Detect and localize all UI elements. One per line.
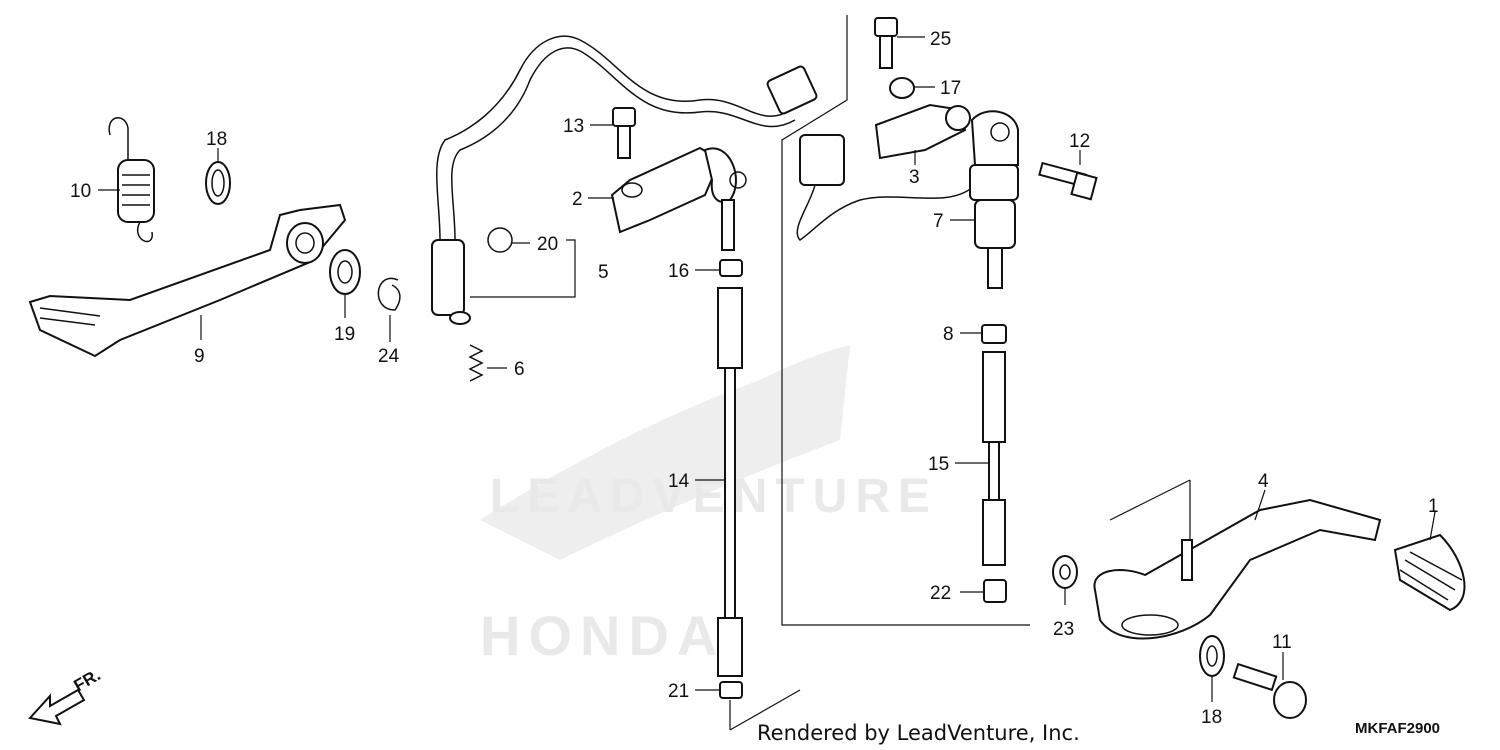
- callout-numbers: 10 18 9 19 24 20 5 6 13 2 16 14 21 25 17…: [70, 29, 1439, 728]
- part-15-rod: [982, 351, 1006, 566]
- diagram-code: MKFAF2900: [1355, 720, 1440, 737]
- part-9-brake-pedal: [28, 203, 347, 358]
- part-14-rod: [717, 287, 743, 677]
- part-17-nut: [889, 77, 915, 99]
- brand-watermark: HONDA: [480, 604, 725, 667]
- callout-19: 19: [334, 324, 355, 345]
- callout-7: 7: [933, 211, 944, 232]
- part-21-nut: [719, 681, 743, 699]
- part-20-circlip: [487, 227, 513, 253]
- callout-18-bottom: 18: [1201, 707, 1222, 728]
- front-direction-arrow: FR.: [28, 665, 104, 726]
- part-23-washer-hole: [1059, 564, 1071, 580]
- callout-21: 21: [668, 681, 689, 702]
- part-8-nut: [981, 324, 1007, 344]
- part-22-nut: [983, 579, 1007, 603]
- leadventure-watermark: LEADVENTURE: [490, 470, 938, 523]
- part-4-shift-pedal: [1093, 498, 1382, 640]
- leader-lines: [98, 36, 1436, 702]
- part-25-bolt: [874, 17, 898, 69]
- part-1-pedal-rubber: [1393, 533, 1466, 612]
- part-5-stop-switch: [431, 35, 818, 325]
- part-18-washer-hole: [211, 169, 225, 197]
- callout-25: 25: [930, 29, 951, 50]
- callout-11: 11: [1272, 632, 1292, 653]
- part-19-washer-hole: [337, 260, 353, 284]
- part-12-bolt: [1038, 161, 1098, 201]
- honda-wing-watermark: HONDA: [480, 345, 850, 667]
- part-13-bolt: [612, 107, 636, 159]
- callout-6: 6: [514, 359, 525, 380]
- callout-16: 16: [668, 261, 689, 282]
- callout-13: 13: [563, 116, 584, 137]
- part-6-spring: [468, 344, 484, 382]
- part-23-washer: [1052, 555, 1078, 589]
- callout-8: 8: [943, 324, 954, 345]
- part-10-return-spring: [108, 117, 155, 243]
- callout-17: 17: [940, 78, 961, 99]
- assembly-frame: [729, 15, 1191, 731]
- part-7-shift-sensor: [969, 110, 1019, 289]
- part-16-nut: [719, 259, 743, 277]
- part-18-washer: [205, 161, 231, 205]
- callout-14: 14: [668, 471, 690, 492]
- callout-3: 3: [909, 167, 920, 188]
- part-3-shift-arm: [874, 103, 971, 160]
- part-18-washer-lower: [1199, 635, 1225, 677]
- part-24-clip: [377, 277, 401, 311]
- part-2-arm: [610, 146, 747, 251]
- callout-9: 9: [194, 346, 205, 367]
- callout-10: 10: [70, 181, 91, 202]
- part-11-pivot-bolt: [1232, 662, 1307, 719]
- footer-text: Rendered by LeadVenture, Inc.: [757, 721, 1080, 745]
- part-18-washer-lower-hole: [1206, 645, 1218, 667]
- part-19-washer: [329, 249, 361, 295]
- callout-12: 12: [1069, 131, 1090, 152]
- callout-24: 24: [378, 346, 400, 367]
- part-7-wire-connector: [796, 134, 976, 241]
- callout-2: 2: [572, 189, 583, 210]
- callout-23: 23: [1053, 619, 1074, 640]
- callout-18-top: 18: [206, 129, 227, 150]
- callout-20: 20: [537, 234, 558, 255]
- callout-1: 1: [1428, 496, 1439, 517]
- callout-5: 5: [598, 262, 609, 283]
- callout-4: 4: [1258, 471, 1269, 492]
- callout-15: 15: [928, 454, 949, 475]
- callout-22: 22: [930, 583, 951, 604]
